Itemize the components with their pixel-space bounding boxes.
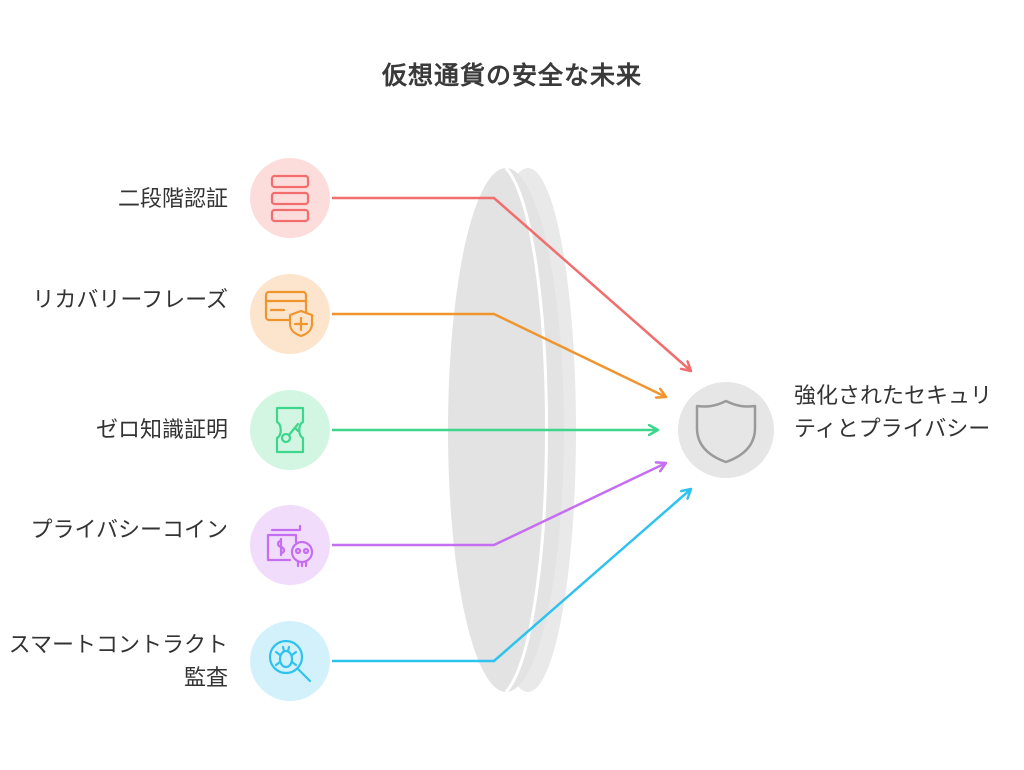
outcome-label: 強化されたセキュリティとプライバシー [794,384,993,442]
bug-magnifier-icon [268,639,312,683]
item-label-zero-knowledge: ゼロ知識証明 [95,418,228,443]
item-label-contract-audit: スマートコントラクト監査 [8,633,228,691]
item-node-recovery-phrase [250,274,330,354]
ticket-key-icon [275,406,305,454]
connectors [332,196,691,663]
item-node-zero-knowledge [250,390,330,470]
connector-recovery-phrase [332,312,666,397]
outcome-node [678,382,774,478]
shield-icon [695,399,757,464]
item-node-contract-audit [250,621,330,701]
item-node-privacy-coin [250,505,330,585]
connector-contract-audit [332,489,691,663]
connector-privacy-coin [332,463,666,547]
item-node-two-factor [250,158,330,238]
item-label-privacy-coin: プライバシーコイン [30,518,228,543]
item-label-recovery-phrase: リカバリーフレーズ [32,288,228,313]
money-skull-icon [266,524,314,568]
item-label-two-factor: 二段階認証 [117,187,228,212]
connector-two-factor [332,196,691,371]
diagram-title: 仮想通貨の安全な未来 [381,61,642,90]
card-shield-icon [264,290,314,338]
stacked-layers-icon [270,174,310,223]
